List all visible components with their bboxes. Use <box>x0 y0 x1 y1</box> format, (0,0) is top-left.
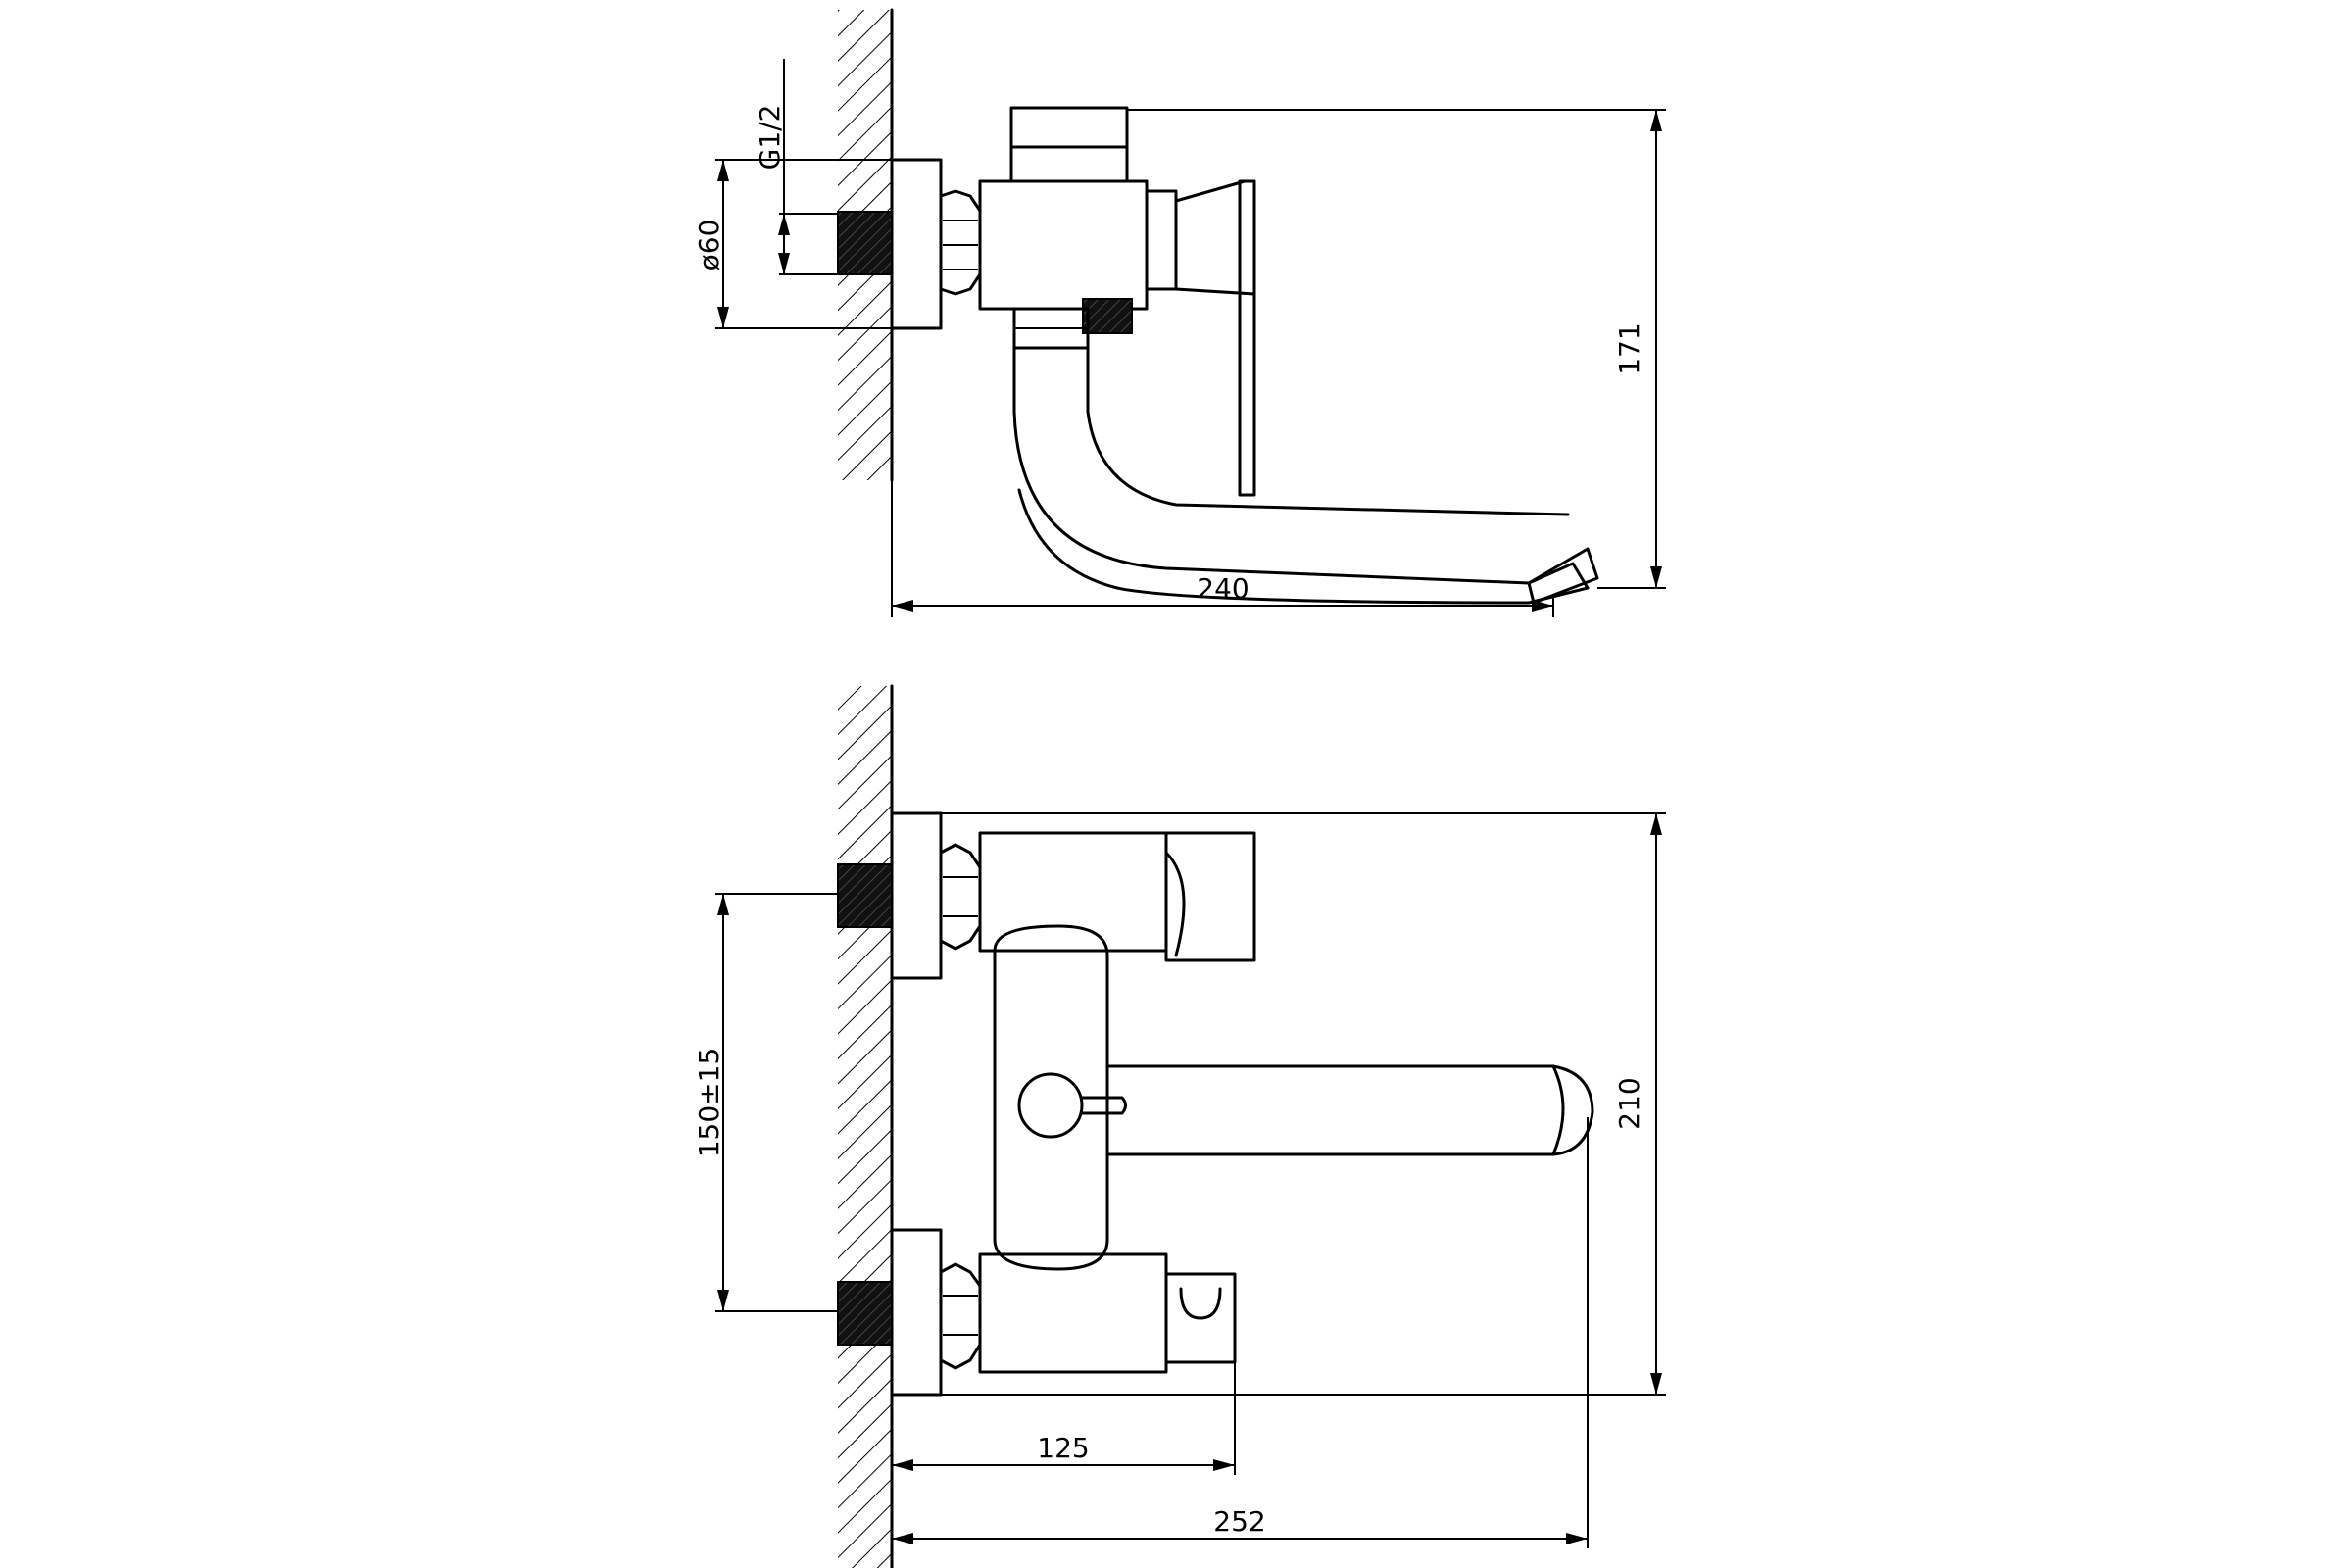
spout-plan <box>1105 1064 1594 1156</box>
holder-bracket-top <box>1174 179 1256 296</box>
wall-flange-top <box>890 158 943 330</box>
hex-nut-top <box>939 189 982 296</box>
d252-arrow-right <box>1566 1533 1588 1544</box>
sp-arrow-top <box>717 894 729 915</box>
diverter-knob <box>1017 1072 1084 1139</box>
cartridge-cap-top <box>1009 106 1129 183</box>
diameter-label: ø60 <box>693 220 725 271</box>
plan-view: 150±15 210 125 252 <box>693 684 1666 1568</box>
lever-stub-top <box>1086 145 1129 183</box>
shower-holder <box>1164 1272 1237 1364</box>
holder-reach-label: 125 <box>1037 1432 1089 1464</box>
upper-flange <box>890 811 943 980</box>
diverter-knob-top <box>1145 189 1178 291</box>
spacing-label: 150±15 <box>693 1048 725 1158</box>
lower-flange <box>890 1228 943 1396</box>
spout-inner-top <box>1086 346 1570 516</box>
reach-bottom-label: 252 <box>1213 1505 1265 1538</box>
h210-arrow-bottom <box>1650 1373 1662 1395</box>
h171-arrow-top <box>1650 110 1662 131</box>
d252-arrow-left <box>892 1533 913 1544</box>
r240-arrow-right <box>1532 600 1553 612</box>
holder-plate-top <box>1238 179 1256 497</box>
central-column <box>993 924 1109 1271</box>
dia-arrow-bottom <box>717 307 729 328</box>
spout-tip-arc <box>1551 1064 1565 1156</box>
outlet-thread-top <box>1082 298 1133 334</box>
sp-arrow-bottom <box>717 1290 729 1311</box>
upper-inlet-thread <box>837 863 893 928</box>
d125-arrow-right <box>1213 1459 1235 1471</box>
r240-arrow-left <box>892 600 913 612</box>
lever-curve <box>1164 851 1186 957</box>
lever-handle <box>1164 831 1256 962</box>
upper-hex-nut <box>939 843 982 951</box>
spout-top <box>1012 346 1590 605</box>
h210-arrow-top <box>1650 813 1662 835</box>
h171-arrow-bottom <box>1650 566 1662 588</box>
faucet-body-top <box>978 179 1149 311</box>
height-bottom-label: 210 <box>1613 1077 1645 1129</box>
side-view: G1/2 ø60 171 240 <box>693 8 1666 617</box>
dia-arrow-top <box>717 160 729 181</box>
g12-arrow-bottom <box>778 253 790 274</box>
height-top-label: 171 <box>1613 322 1645 374</box>
reach-top-label: 240 <box>1197 572 1249 605</box>
wall-hatch-bottom <box>838 686 892 1568</box>
diverter-tab <box>1080 1096 1127 1115</box>
lower-inlet-thread <box>837 1281 893 1346</box>
g12-arrow-top <box>778 214 790 235</box>
aerator-top <box>1527 547 1599 605</box>
lower-body-block <box>978 1252 1168 1374</box>
d125-arrow-left <box>892 1459 913 1471</box>
lower-hex-nut <box>939 1262 982 1370</box>
inlet-thread-top <box>837 211 893 275</box>
